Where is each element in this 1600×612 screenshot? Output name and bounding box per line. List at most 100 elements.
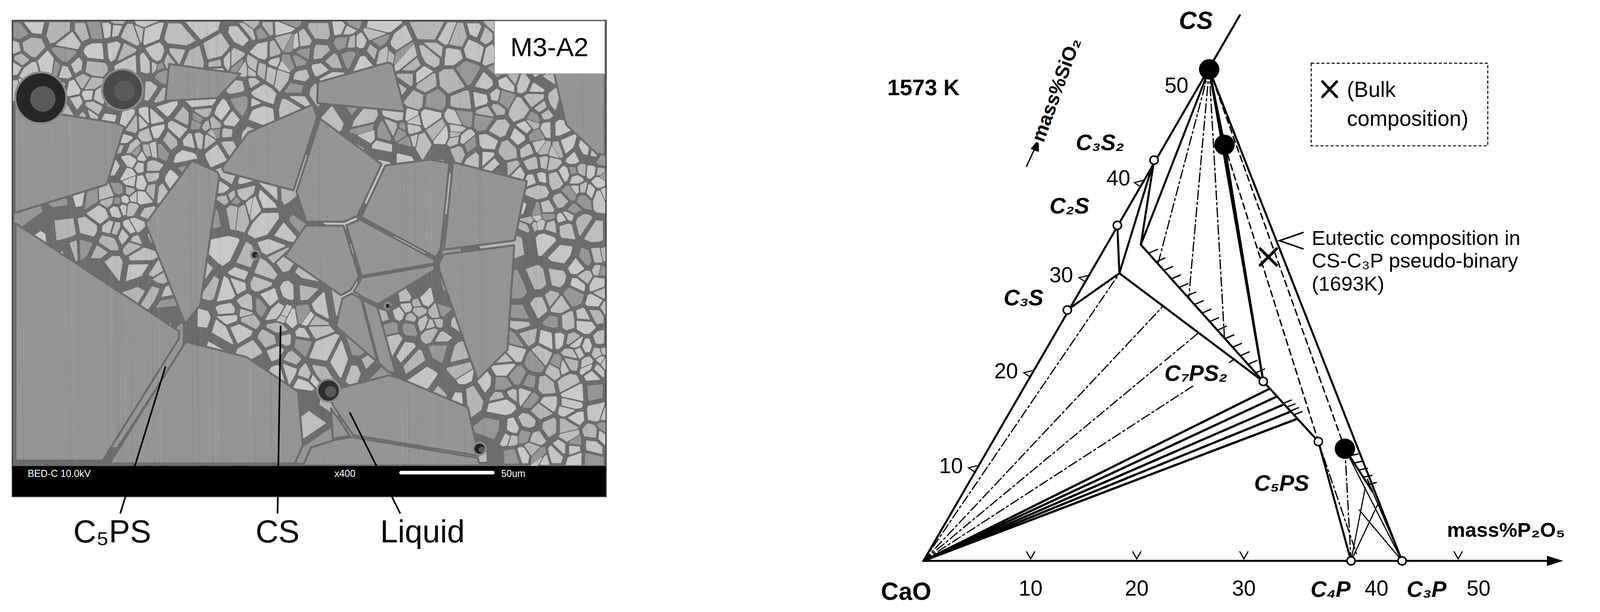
cs-grain <box>518 413 535 428</box>
hatch-mark <box>1163 266 1173 271</box>
polish-streak <box>533 20 540 467</box>
axis-tick <box>1239 551 1248 560</box>
axis-tick <box>1023 371 1032 378</box>
cs-grain <box>284 351 301 365</box>
tie-line-thick <box>923 404 1284 562</box>
cs-grain <box>510 129 525 145</box>
cs-grain <box>86 102 102 114</box>
cs-grain <box>424 43 442 57</box>
pore-core <box>324 386 337 398</box>
cs-grain <box>358 130 374 143</box>
cs-grain <box>348 36 355 48</box>
cs-grain <box>53 61 61 77</box>
compound-point <box>1150 156 1159 165</box>
phase-boundary <box>1209 69 1264 382</box>
cs-grain <box>499 91 515 108</box>
cs-grain <box>326 53 342 68</box>
hatch-mark <box>1202 309 1211 314</box>
cs-grain <box>157 63 164 70</box>
cs-grain <box>334 37 347 50</box>
cs-grain <box>102 23 111 38</box>
phase-boundary <box>923 15 1240 562</box>
pore-core <box>388 305 392 309</box>
cs-grain <box>585 453 603 465</box>
cs-grain <box>416 66 433 83</box>
polish-streak <box>524 20 531 467</box>
cs-grain <box>137 152 146 161</box>
compound-point <box>1113 221 1122 230</box>
hatch-mark <box>1255 369 1265 374</box>
hatch-mark <box>1283 400 1292 404</box>
cs-grain <box>342 52 356 69</box>
cs-grain <box>549 446 563 463</box>
cs-grain <box>130 192 136 202</box>
cs-grain <box>568 204 581 213</box>
leader-line <box>350 413 400 514</box>
cs-grain <box>546 365 560 381</box>
cs-grain <box>508 436 518 446</box>
axis-tick <box>1453 551 1462 560</box>
cs-grain <box>546 221 556 233</box>
cs-grain <box>87 22 102 39</box>
tick-label: 50 <box>1465 577 1493 601</box>
polish-streak <box>266 20 273 467</box>
hatch-mark <box>1232 343 1242 348</box>
cs-grain <box>500 434 510 447</box>
cs-grain <box>105 256 123 281</box>
cs-grain <box>405 109 418 121</box>
cs-grain <box>474 115 494 131</box>
cs-grain <box>566 453 581 465</box>
cs-grain <box>213 129 220 139</box>
cs-grain <box>102 221 113 233</box>
cs-grain <box>519 431 530 444</box>
sem-micrograph <box>12 20 607 467</box>
tick-label: 10 <box>1016 577 1044 601</box>
polish-streak <box>193 20 200 467</box>
cs-grain <box>535 101 547 112</box>
tick-label: 20 <box>992 359 1020 384</box>
cs-grain <box>545 291 559 306</box>
cs-grain <box>283 364 297 384</box>
polish-streak <box>357 20 364 467</box>
cs-grain <box>553 193 568 208</box>
cs-grain <box>580 365 592 375</box>
cs-grain <box>14 23 28 39</box>
hatch-mark <box>1225 334 1234 339</box>
polish-streak <box>599 20 607 467</box>
polish-streak <box>559 20 566 467</box>
phase-diagram <box>923 15 1564 567</box>
polish-streak <box>478 20 486 467</box>
cs-grain <box>308 23 330 39</box>
cs-grain <box>82 91 93 100</box>
cs-grain <box>258 329 276 348</box>
cs-grain <box>450 125 466 132</box>
cs-grain <box>230 96 248 116</box>
tie-line <box>1351 487 1366 562</box>
cs-grain <box>224 52 230 70</box>
cs-grain <box>198 309 211 328</box>
polish-streak <box>538 20 545 467</box>
cs-grain <box>495 377 511 390</box>
cs-grain <box>475 73 493 89</box>
cs-grain <box>52 47 76 62</box>
cs-grain <box>517 74 530 93</box>
c5ps-plate <box>353 265 435 305</box>
cs-grain <box>121 196 129 204</box>
axis-tick <box>1134 180 1143 188</box>
polish-streak <box>147 20 155 467</box>
compound-label: C₅PS <box>1252 471 1311 497</box>
cs-grain <box>588 385 602 401</box>
cs-grain <box>150 109 164 124</box>
pore-core <box>255 253 260 259</box>
cs-grain <box>520 144 534 158</box>
cs-grain <box>592 265 601 275</box>
hatch-mark <box>1247 360 1257 365</box>
cs-grain <box>157 100 178 116</box>
cs-grain <box>127 139 140 153</box>
tie-line-dashdot <box>923 332 1199 562</box>
cs-grain <box>586 441 602 454</box>
cs-grain <box>293 33 299 49</box>
cs-grain <box>600 266 605 276</box>
pore-core <box>114 80 135 102</box>
polish-streak <box>412 20 419 467</box>
